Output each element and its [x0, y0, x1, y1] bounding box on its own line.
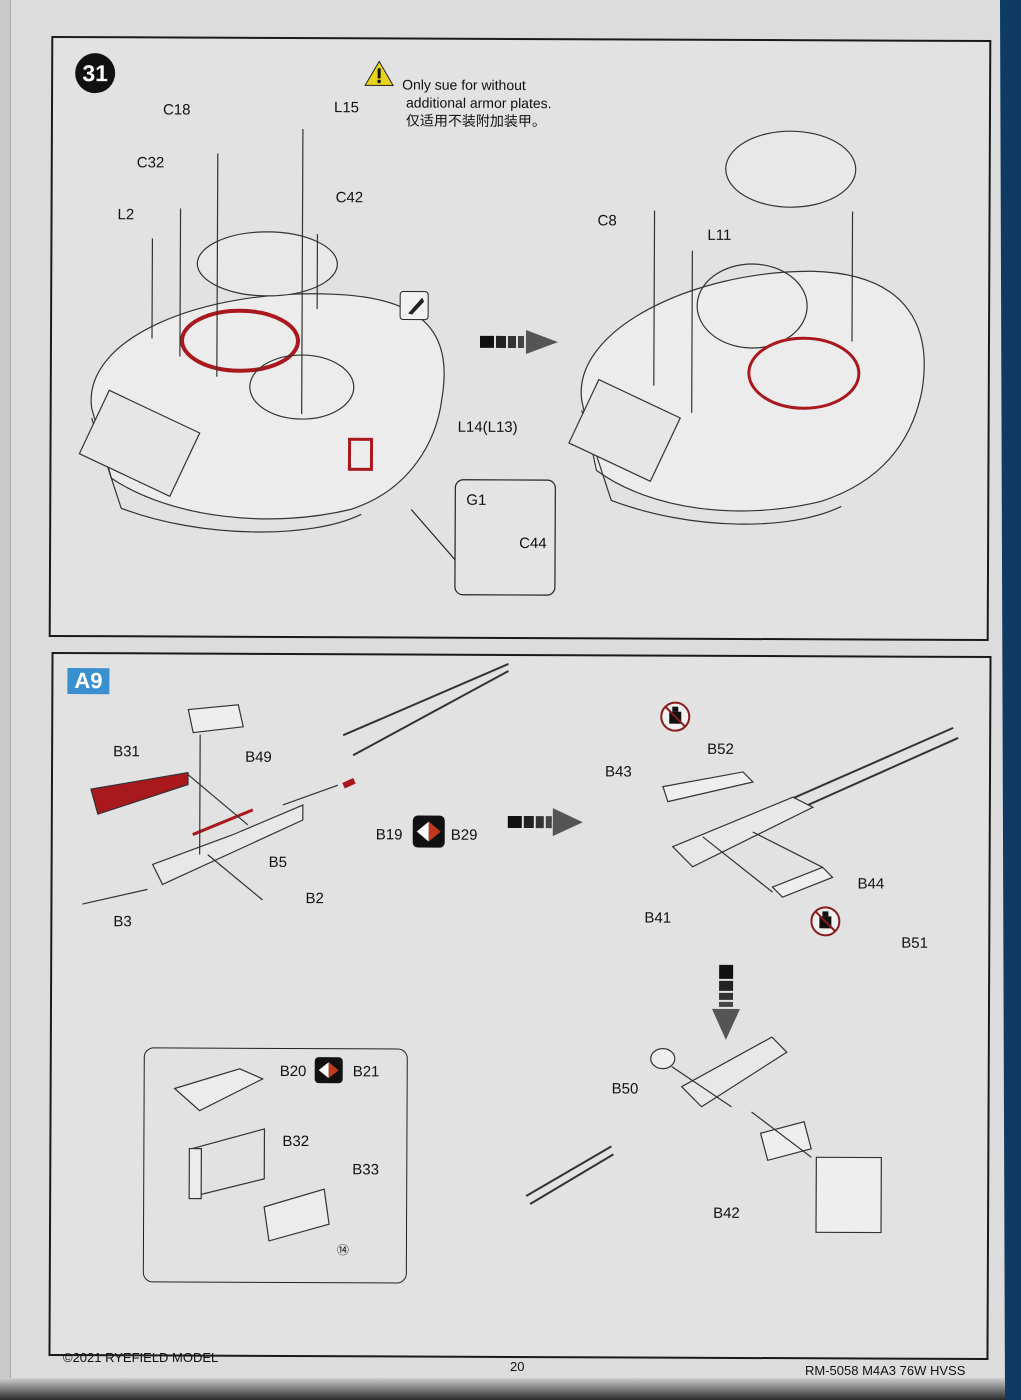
page-number: 20	[510, 1359, 525, 1374]
part-label: B5	[268, 853, 288, 871]
warning-icon	[364, 60, 394, 86]
ammo-box-inset: B20 B21 B32 B33 ⑭	[142, 1047, 408, 1284]
part-label: B31	[113, 743, 140, 761]
part-label: B41	[644, 909, 672, 927]
part-label: G1	[466, 491, 487, 509]
step-a9-illustration	[82, 663, 959, 1234]
step-31-illustration	[78, 129, 925, 596]
part-label: L15	[333, 99, 360, 117]
part-label: L14(L13)	[457, 418, 518, 436]
down-arrow-icon	[711, 964, 740, 1040]
part-label: C44	[519, 534, 547, 553]
part-label: B43	[604, 763, 632, 781]
part-label: B44	[857, 875, 885, 893]
swap-part-icon	[314, 1057, 343, 1084]
next-step-arrow-icon	[507, 808, 583, 837]
turret-after	[568, 130, 925, 525]
part-label: C42	[335, 189, 364, 207]
part-label: C18	[162, 101, 191, 119]
model-code: RM-5058 M4A3 76W HVSS	[805, 1363, 966, 1378]
page-edge	[0, 0, 11, 1380]
part-label: B32	[282, 1132, 310, 1151]
swap-part-icon	[412, 815, 445, 848]
part-label: B52	[707, 740, 734, 758]
no-glue-icon	[660, 701, 691, 732]
decal-number: ⑭	[336, 1243, 349, 1258]
step-31-panel: 31 Only sue for without additional armor…	[48, 35, 992, 642]
part-label: C32	[136, 154, 165, 172]
step-a9-panel: A9	[48, 651, 992, 1361]
part-label: B49	[245, 748, 272, 766]
part-label: B20	[279, 1062, 307, 1081]
part-label: B33	[352, 1161, 380, 1179]
part-label: B19	[375, 826, 403, 844]
part-label: B3	[113, 913, 132, 931]
part-label: B51	[901, 934, 929, 952]
part-label: C8	[597, 212, 617, 230]
machine-gun-final	[525, 1036, 882, 1234]
ammo-box-illustration	[173, 1057, 343, 1242]
part-label: L11	[707, 226, 732, 244]
page-shadow	[0, 1378, 1005, 1400]
part-label: B50	[611, 1080, 639, 1098]
machine-gun-mounted	[662, 726, 959, 898]
no-glue-icon	[810, 906, 841, 937]
part-label: L2	[117, 206, 135, 224]
part-label: B2	[305, 890, 324, 908]
knife-cut-icon	[399, 290, 429, 321]
part-label: B42	[713, 1204, 740, 1222]
part-label: B21	[352, 1063, 380, 1081]
next-step-arrow-icon	[479, 330, 558, 355]
part-label: B29	[450, 826, 478, 844]
machine-gun-parts	[82, 663, 509, 905]
copyright: ©2021 RYEFIELD MODEL	[63, 1350, 219, 1365]
